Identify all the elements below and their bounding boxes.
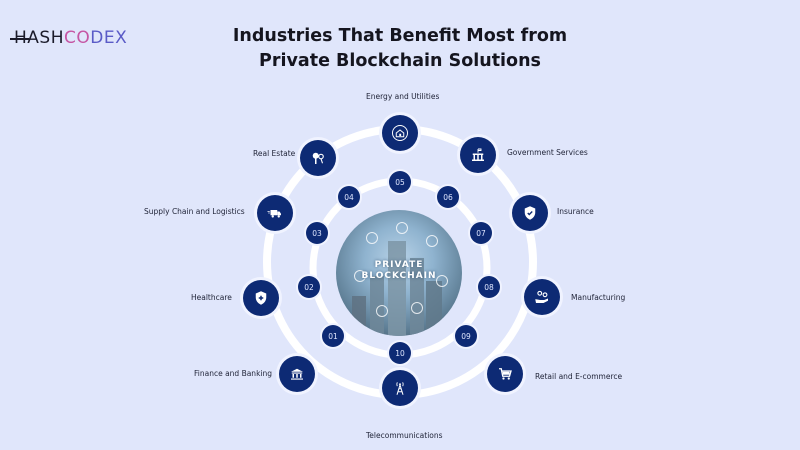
real-estate-node xyxy=(300,140,336,176)
number-badge-07: 07 xyxy=(470,222,492,244)
label-government-services: Government Services xyxy=(507,148,588,157)
retail-ecommerce-node xyxy=(487,356,523,392)
private-blockchain-image: PRIVATE BLOCKCHAIN xyxy=(336,210,462,336)
cart-icon xyxy=(499,368,512,380)
title-line-2: Private Blockchain Solutions xyxy=(259,51,541,71)
number-badge-10: 10 xyxy=(389,342,411,364)
healthcare-node xyxy=(243,280,279,316)
logo-dex: DEX xyxy=(90,28,128,48)
gears-hand-icon xyxy=(535,290,548,303)
label-finance-banking: Finance and Banking xyxy=(194,369,273,378)
number-badge-05: 05 xyxy=(389,171,411,193)
logo-h: H xyxy=(14,28,28,48)
supply-chain-node xyxy=(257,195,293,231)
number-badge-01: 01 xyxy=(322,325,344,347)
number-badge-02: 02 xyxy=(298,276,320,298)
manufacturing-node xyxy=(524,279,560,315)
center-line-1: PRIVATE xyxy=(374,260,424,270)
label-real-estate: Real Estate xyxy=(253,149,296,158)
insurance-node xyxy=(512,195,548,231)
energy-utilities-node xyxy=(382,115,418,151)
antenna-tower-icon xyxy=(396,382,404,395)
logo-co: CO xyxy=(64,28,91,48)
label-retail-ecommerce: Retail and E-commerce xyxy=(535,372,623,381)
center-label: PRIVATE BLOCKCHAIN xyxy=(336,260,462,282)
label-energy-utilities: Energy and Utilities xyxy=(366,92,440,101)
telecommunications-node xyxy=(382,370,418,406)
label-manufacturing: Manufacturing xyxy=(571,293,626,302)
page-title: Industries That Benefit Most from Privat… xyxy=(0,24,800,74)
house-energy-icon xyxy=(392,125,408,141)
bank-icon xyxy=(291,368,303,380)
label-telecommunications: Telecommunications xyxy=(366,431,443,440)
label-supply-chain: Supply Chain and Logistics xyxy=(144,207,245,216)
number-badge-09: 09 xyxy=(455,325,477,347)
hashcodex-logo: HASHCODEX xyxy=(14,28,127,48)
number-badge-03: 03 xyxy=(306,222,328,244)
shield-check-icon xyxy=(524,206,536,220)
number-badge-06: 06 xyxy=(437,186,459,208)
label-healthcare: Healthcare xyxy=(191,293,232,302)
number-badge-08: 08 xyxy=(478,276,500,298)
keys-icon xyxy=(312,152,324,164)
label-insurance: Insurance xyxy=(557,207,594,216)
truck-icon xyxy=(267,210,281,218)
government-services-node xyxy=(460,137,496,173)
government-building-icon xyxy=(472,148,484,161)
center-line-2: BLOCKCHAIN xyxy=(361,271,437,281)
shield-plus-icon xyxy=(255,291,267,305)
number-badge-04: 04 xyxy=(338,186,360,208)
title-line-1: Industries That Benefit Most from xyxy=(232,26,568,46)
logo-ash: ASH xyxy=(27,28,65,48)
finance-banking-node xyxy=(279,356,315,392)
